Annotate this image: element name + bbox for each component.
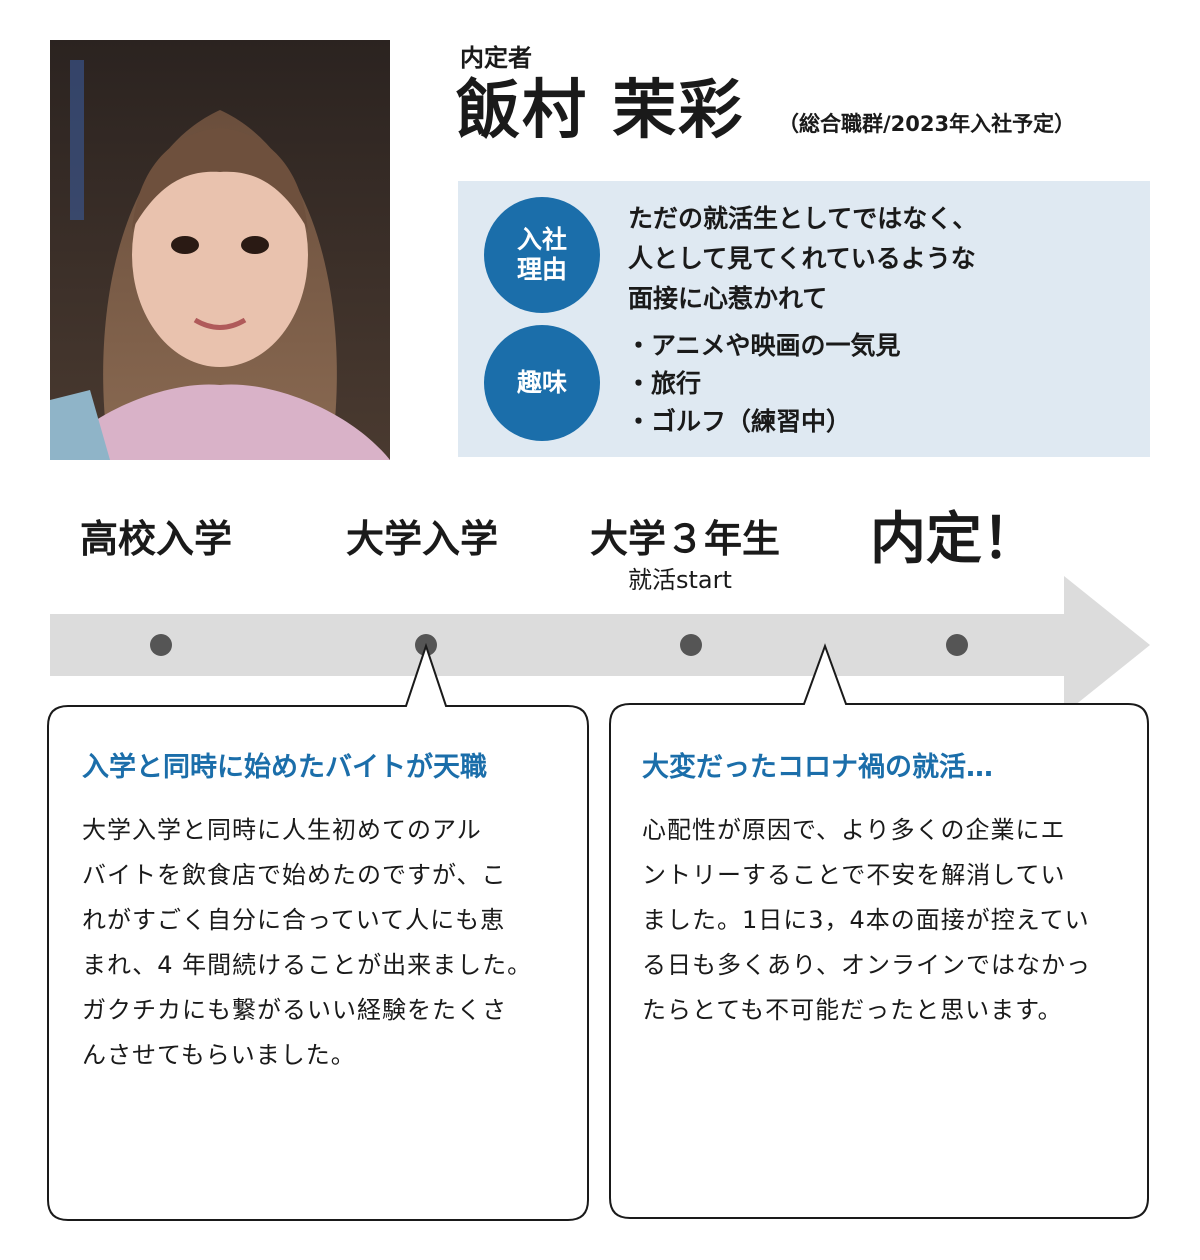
- story1-line: れがすごく自分に合っていて人にも恵: [82, 906, 506, 934]
- story2-title: 大変だったコロナ禍の就活…: [642, 752, 993, 783]
- reason-line: ただの就活生としてではなく、: [628, 204, 978, 233]
- hobby-item: 旅行: [626, 365, 901, 403]
- story2-line: ントリーすることで不安を解消してい: [642, 861, 1066, 889]
- callout-box-right: [609, 643, 1149, 1219]
- timeline-dot: [150, 634, 172, 656]
- timeline-sub-label: 就活start: [628, 566, 732, 594]
- story2-line: 心配性が原因で、より多くの企業にエ: [642, 816, 1066, 844]
- story1-line: んさせてもらいました。: [82, 1041, 356, 1069]
- story1-line: 大学入学と同時に人生初めてのアル: [82, 816, 482, 844]
- hobby-item: アニメや映画の一気見: [626, 327, 901, 365]
- reason-line: 人として見てくれているような: [628, 244, 976, 273]
- profile-photo: [50, 40, 390, 460]
- role-label: 内定者: [460, 44, 532, 72]
- story2-line: ました。1日に3，4本の面接が控えてい: [642, 906, 1090, 934]
- timeline-stage-third-year: 大学３年生: [590, 517, 781, 561]
- hobby-item: ゴルフ（練習中）: [626, 403, 901, 441]
- timeline-dot: [946, 634, 968, 656]
- timeline-stage-high-school: 高校入学: [80, 517, 233, 561]
- timeline-dot: [680, 634, 702, 656]
- timeline-stage-university: 大学入学: [346, 517, 499, 561]
- person-detail: （総合職群/2023年入社予定）: [778, 112, 1076, 136]
- person-name: 飯村 茉彩: [456, 74, 745, 148]
- portrait-image: [50, 40, 390, 460]
- story2-line: る日も多くあり、オンラインではなかっ: [642, 951, 1092, 979]
- hobby-badge: 趣味: [484, 325, 600, 441]
- story1-body: 大学入学と同時に人生初めてのアル バイトを飲食店で始めたのですが、こ れがすごく…: [82, 808, 532, 1078]
- story2-body: 心配性が原因で、より多くの企業にエ ントリーすることで不安を解消してい ました。…: [642, 808, 1091, 1033]
- reason-badge: 入社理由: [484, 197, 600, 313]
- timeline-stage-offer: 内定！: [870, 507, 1038, 572]
- story1-line: バイトを飲食店で始めたのですが、こ: [82, 861, 507, 889]
- reason-text: ただの就活生としてではなく、 人として見てくれているような 面接に心惹かれて: [628, 199, 977, 319]
- story2-line: たらとても不可能だったと思います。: [642, 996, 1063, 1024]
- story1-title: 入学と同時に始めたバイトが天職: [82, 752, 487, 783]
- story1-line: まれ、4 年間続けることが出来ました。: [82, 951, 533, 979]
- reason-line: 面接に心惹かれて: [628, 284, 828, 313]
- callout-box-left: [47, 642, 589, 1221]
- story1-line: ガクチカにも繋がるいい経験をたくさ: [82, 996, 507, 1024]
- timeline-arrow: [50, 576, 1150, 714]
- hobby-list: アニメや映画の一気見 旅行 ゴルフ（練習中）: [626, 327, 901, 441]
- info-panel: 入社理由 ただの就活生としてではなく、 人として見てくれているような 面接に心惹…: [458, 181, 1150, 457]
